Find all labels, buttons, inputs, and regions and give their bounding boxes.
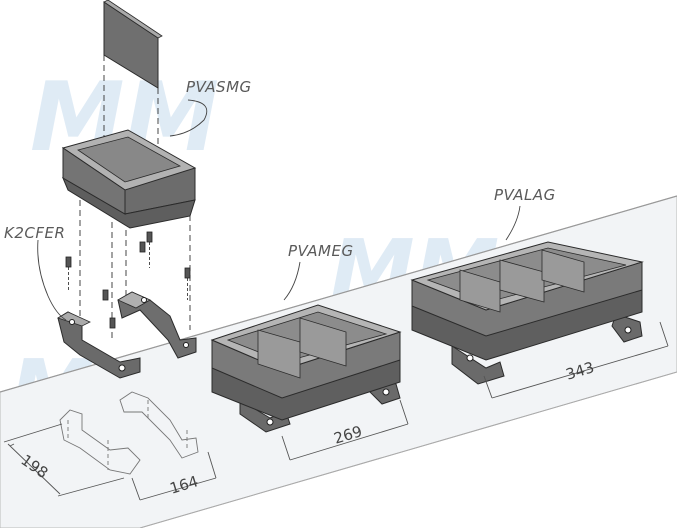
- label-k2cfer: K2CFER: [4, 224, 65, 242]
- dimension-lines-343: [483, 321, 669, 399]
- dimension-lines-269: [281, 399, 409, 461]
- dimension-lines-left: [3, 423, 217, 501]
- k2cfer-bracket: [57, 231, 197, 379]
- pvameg-container: [210, 304, 402, 433]
- leader-lines: [37, 99, 521, 321]
- screws: [65, 231, 191, 329]
- label-pvameg: PVAMEG: [288, 242, 354, 260]
- pvasmg-assembly-lines: [79, 55, 191, 340]
- pvasmg-container: [61, 129, 197, 229]
- k2cfer-footprint: [59, 391, 199, 475]
- pvasmg-plate: [103, 0, 163, 89]
- label-pvalag: PVALAG: [494, 186, 556, 204]
- pvalag-container: [410, 241, 644, 385]
- label-pvasmg: PVASMG: [186, 78, 252, 96]
